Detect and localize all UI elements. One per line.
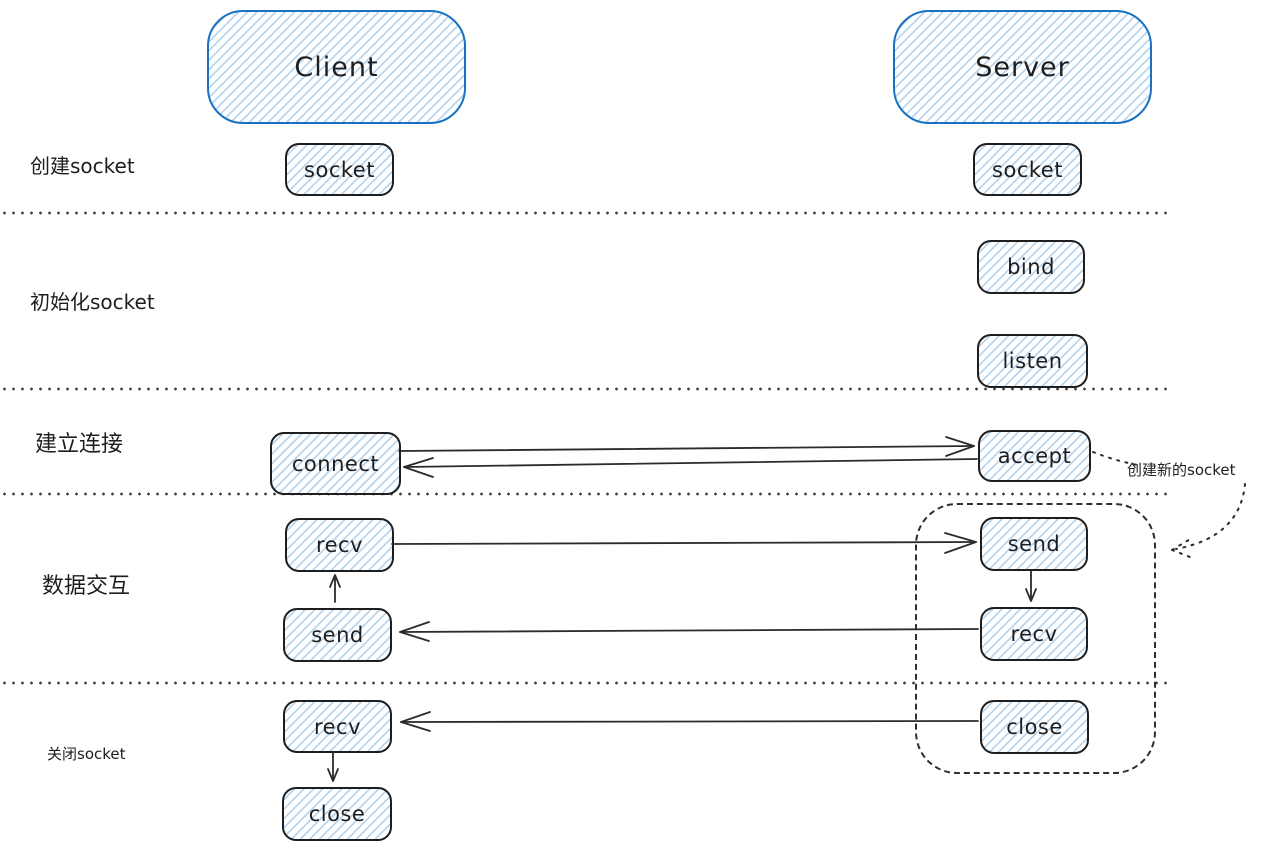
stage-label-init-socket: 初始化socket [30,290,155,314]
node-listen[interactable]: listen [977,334,1088,388]
arrowhead-connect-to-accept [945,436,975,457]
node-client-socket-label: socket [304,157,375,182]
node-server-socket[interactable]: socket [973,143,1082,196]
stage-label-establish-connection: 建立连接 [35,432,124,457]
node-bind-label: bind [1007,255,1055,279]
node-server-recv-data-label: recv [1010,622,1058,646]
stage-separator-2 [0,387,1168,391]
arrow-accept-to-connect [403,458,978,468]
node-accept-label: accept [997,444,1072,468]
node-client-socket[interactable]: socket [285,143,394,196]
arrowhead-client-recv-down [327,768,339,782]
dotted-arrowhead-annotation [1171,537,1193,558]
arrow-close-to-recv [400,720,979,723]
node-server-close-label: close [1006,715,1063,739]
node-connect-label: connect [291,451,380,476]
node-server-recv-data[interactable]: recv [980,607,1088,661]
new-socket-annotation: 创建新的socket [1127,461,1236,479]
stage-separator-4 [0,681,1168,685]
stage-label-create-socket: 创建socket [30,154,135,178]
node-client-recv-data-label: recv [315,533,364,557]
arrowhead-close-to-recv [400,711,431,732]
node-client-recv-close-label: recv [313,714,362,739]
node-connect[interactable]: connect [270,432,401,495]
node-client-send-data[interactable]: send [283,608,392,662]
stage-separator-3 [0,492,1168,496]
arrow-connect-to-accept [398,445,975,452]
node-accept[interactable]: accept [978,430,1091,482]
stage-label-close-socket: 关闭socket [47,745,126,763]
node-server-send-data-label: send [1007,532,1061,556]
node-client-close[interactable]: close [282,787,392,841]
arrowhead-server-recv-to-client-send [399,621,430,642]
node-client-close-label: close [308,802,366,826]
node-client-recv-close[interactable]: recv [283,700,392,753]
actor-server-label: Server [975,51,1070,83]
new-socket-group [915,503,1156,774]
dotted-annotation-to-group [1175,483,1246,550]
arrow-server-recv-to-client-send [399,628,979,633]
node-client-send-data-label: send [311,623,364,647]
stage-separator-1 [0,211,1168,215]
node-server-socket-label: socket [992,157,1063,182]
arrowhead-client-send-up [329,574,341,588]
actor-server[interactable]: Server [893,10,1152,124]
actor-client[interactable]: Client [207,10,466,124]
arrowhead-accept-to-connect [403,457,434,478]
node-listen-label: listen [1002,349,1063,373]
node-server-send-data[interactable]: send [980,517,1088,571]
arrow-recv-to-send [391,541,977,545]
node-bind[interactable]: bind [977,240,1085,294]
stage-label-data-exchange: 数据交互 [42,574,131,599]
node-client-recv-data[interactable]: recv [285,518,394,572]
node-server-close[interactable]: close [980,700,1089,754]
actor-client-label: Client [294,51,379,83]
